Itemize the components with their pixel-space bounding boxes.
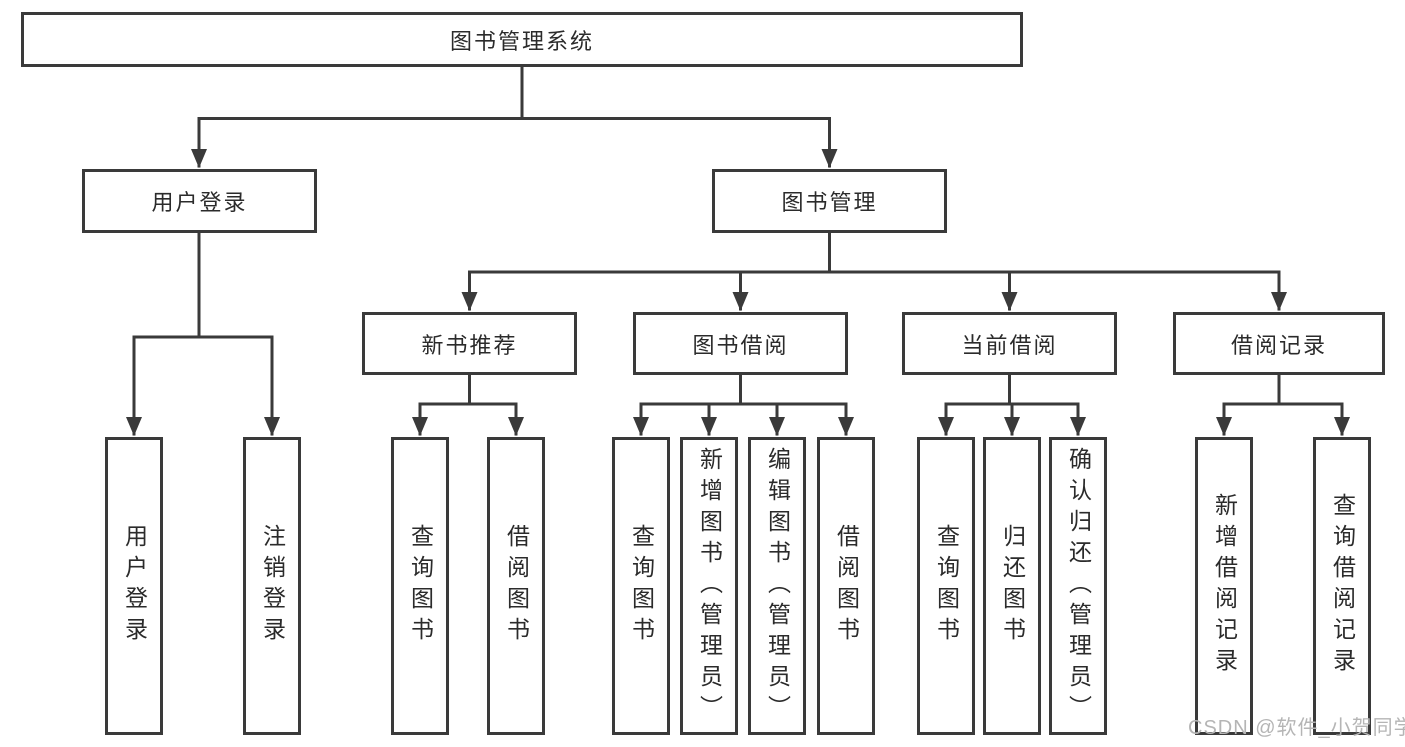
- connector-current-borrow-to-leaves: [944, 373, 1080, 406]
- node-borrow-records: 借阅记录: [1173, 312, 1385, 375]
- node-current-borrow: 当前借阅: [902, 312, 1117, 375]
- connector-user-login-to-leaves: [132, 231, 274, 339]
- leaf-borrow-query-books: 查询图书: [612, 437, 670, 735]
- watermark: CSDN @软件_小贺同学: [1188, 717, 1405, 739]
- leaf-records-query-record: 查询借阅记录: [1313, 437, 1371, 735]
- leaf-borrow-edit-books-admin: 编辑图书（管理员）: [748, 437, 806, 735]
- leaf-records-add-record: 新增借阅记录: [1195, 437, 1253, 735]
- connector-book-borrow-to-leaves: [639, 373, 848, 406]
- leaf-new-borrow-books: 借阅图书: [487, 437, 545, 735]
- node-root-system: 图书管理系统: [21, 12, 1023, 67]
- leaf-borrow-add-books-admin: 新增图书（管理员）: [680, 437, 738, 735]
- leaf-new-query-books: 查询图书: [391, 437, 449, 735]
- node-book-management: 图书管理: [712, 169, 947, 233]
- leaf-user-login: 用户登录: [105, 437, 163, 735]
- leaf-current-query-books: 查询图书: [917, 437, 975, 735]
- node-user-login: 用户登录: [82, 169, 317, 233]
- leaf-current-return-books: 归还图书: [983, 437, 1041, 735]
- connector-root-to-level2: [197, 65, 831, 120]
- node-book-borrow: 图书借阅: [633, 312, 848, 375]
- connector-borrow-records-to-leaves: [1222, 373, 1344, 406]
- node-new-book-recommend: 新书推荐: [362, 312, 577, 375]
- leaf-logout: 注销登录: [243, 437, 301, 735]
- leaf-borrow-borrow-books: 借阅图书: [817, 437, 875, 735]
- connector-new-book-to-leaves: [418, 373, 518, 406]
- connector-management-to-level3: [468, 231, 1281, 274]
- leaf-current-confirm-return-admin: 确认归还（管理员）: [1049, 437, 1107, 735]
